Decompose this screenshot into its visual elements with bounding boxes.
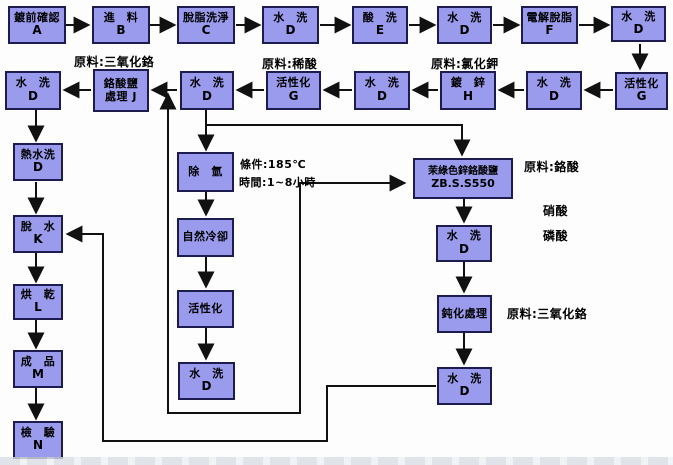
node-water-rinse: 水 洗 D [437, 6, 492, 44]
node-code: E [375, 23, 385, 38]
node-label: 水 洗 [189, 366, 224, 380]
node-code: D [633, 22, 644, 37]
node-dewatering: 脫 水 K [13, 215, 63, 253]
node-code: D [33, 160, 43, 175]
condition-temperature-label: 條件:185℃ [240, 158, 307, 171]
node-label: 水 洗 [189, 76, 225, 90]
raw-material-chromium-trioxide-passivation-label: 原料:三氧化鉻 [507, 307, 588, 321]
node-label: 酸 洗 [362, 10, 398, 24]
node-degreasing-clean: 脫脂洗淨 C [177, 6, 235, 44]
node-activation: 活性化 G [266, 71, 321, 110]
node-label: 自然冷卻 [182, 230, 229, 244]
node-code: D [201, 379, 212, 394]
node-label: 除 氫 [188, 164, 223, 178]
node-code: 處理 J [105, 89, 137, 103]
node-passivation: 鈍化處理 [437, 295, 492, 333]
node-label: 烘 乾 [20, 287, 56, 301]
node-zinc-plating: 鍍 鋅 H [440, 71, 496, 110]
node-label: 水 洗 [447, 10, 482, 24]
node-label: 鍍前確認 [14, 10, 60, 24]
raw-material-chromium-trioxide-label: 原料:三氧化鉻 [74, 55, 155, 69]
node-label: 水 洗 [447, 371, 482, 385]
node-water-rinse: 水 洗 D [354, 71, 410, 110]
node-label: 茉綠色鋅鉻酸鹽 [428, 166, 498, 178]
node-activation: 活性化 [177, 290, 234, 328]
node-olive-green-zinc-chromate: 茉綠色鋅鉻酸鹽 ZB.S.S550 [413, 158, 513, 199]
raw-material-nitric-acid-label: 硝酸 [543, 204, 569, 218]
node-water-rinse: 水 洗 D [5, 71, 61, 110]
raw-material-dilute-acid-label: 原料:稀酸 [262, 57, 318, 71]
node-code: D [202, 88, 212, 103]
raw-material-chromic-acid-label: 原料:鉻酸 [524, 160, 580, 174]
node-code: M [32, 367, 44, 382]
node-code: ZB.S.S550 [431, 176, 495, 190]
node-water-rinse: 水 洗 D [180, 71, 234, 110]
node-label: 水 洗 [15, 76, 51, 90]
node-label: 水 洗 [536, 76, 572, 90]
node-code: D [459, 241, 469, 256]
node-code: D [549, 88, 559, 103]
node-chromate-treatment: 鉻酸鹽 處理 J [93, 69, 149, 112]
condition-time-label: 時間:1~8小時 [239, 176, 316, 189]
node-natural-cooling: 自然冷卻 [177, 218, 234, 257]
node-label: 脫脂洗淨 [183, 10, 229, 24]
node-label: 活性化 [276, 76, 311, 90]
node-label: 進 料 [103, 10, 139, 24]
node-code: F [545, 23, 554, 38]
node-code: K [33, 232, 43, 247]
bottom-edge-artifact [0, 457, 673, 465]
node-code: D [28, 88, 38, 103]
node-code: D [459, 23, 470, 38]
node-label: 水 洗 [446, 229, 482, 243]
node-code: L [34, 300, 42, 315]
raw-material-phosphoric-acid-label: 磷酸 [543, 229, 569, 243]
node-label: 活性化 [188, 301, 223, 315]
node-code: D [285, 23, 296, 38]
node-label: 熱水洗 [20, 147, 56, 161]
node-water-rinse: 水 洗 D [178, 362, 235, 400]
node-hydrogen-removal: 除 氫 [177, 152, 234, 192]
node-code: G [636, 89, 647, 104]
node-label: 活性化 [624, 76, 659, 90]
node-pre-plating-check: 鍍前確認 A [8, 6, 66, 44]
node-label: 水 洗 [621, 9, 656, 23]
node-label: 水 洗 [364, 76, 400, 90]
node-label: 電解脫脂 [526, 10, 573, 24]
raw-material-potassium-chloride-label: 原料:氯化鉀 [431, 57, 499, 71]
node-code: H [462, 88, 474, 103]
node-water-rinse: 水 洗 D [437, 367, 492, 405]
node-code: G [288, 88, 299, 103]
node-activation: 活性化 G [615, 72, 668, 110]
node-water-rinse: 水 洗 D [436, 225, 492, 262]
node-drying: 烘 乾 L [13, 284, 63, 320]
node-label: 鍍 鋅 [450, 76, 486, 90]
node-code: A [32, 23, 42, 38]
node-finished-product: 成 品 M [13, 350, 63, 388]
node-label: 檢 驗 [20, 425, 56, 439]
node-water-rinse: 水 洗 D [262, 6, 319, 44]
node-inspection: 檢 驗 N [13, 421, 63, 459]
node-feeding: 進 料 B [92, 6, 150, 44]
node-code: C [201, 23, 211, 38]
node-label: 鈍化處理 [441, 306, 488, 320]
node-acid-pickling: 酸 洗 E [352, 6, 408, 44]
node-water-rinse: 水 洗 D [526, 71, 582, 110]
node-label: 鉻酸鹽 [103, 76, 139, 90]
node-water-rinse: 水 洗 D [611, 6, 666, 42]
node-label: 成 品 [20, 354, 56, 368]
node-label: 水 洗 [273, 10, 308, 24]
node-code: B [116, 23, 126, 38]
node-electro-degreasing: 電解脫脂 F [521, 6, 578, 44]
node-code: D [377, 88, 387, 103]
node-hot-water-rinse: 熱水洗 D [13, 143, 63, 181]
node-label: 脫 水 [20, 219, 56, 233]
node-code: N [32, 438, 44, 453]
node-code: D [459, 384, 470, 399]
